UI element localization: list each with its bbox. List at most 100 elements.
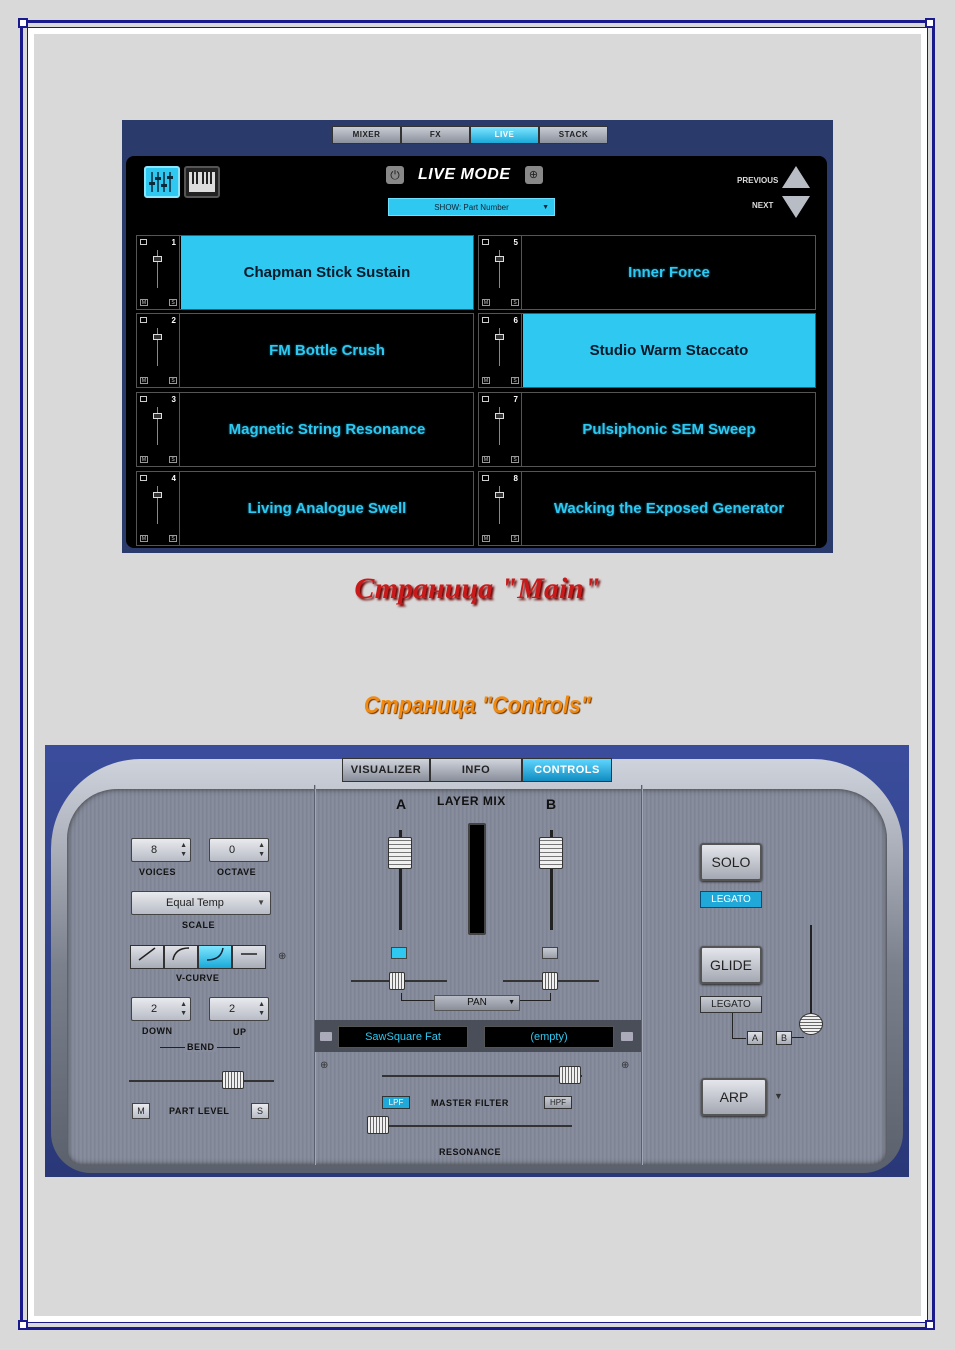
live-slot-7[interactable]: 7 M S Pulsiphonic SEM Sweep xyxy=(478,392,816,467)
patch-b-name[interactable]: (empty) xyxy=(484,1026,614,1048)
live-slot-5[interactable]: 5 M S Inner Force xyxy=(478,235,816,310)
tab-stack[interactable]: STACK xyxy=(539,126,608,144)
slot-fader-knob[interactable] xyxy=(153,413,162,419)
pan-b-knob[interactable] xyxy=(542,972,558,990)
mixer-view-icon[interactable] xyxy=(144,166,180,198)
hpf-button[interactable]: HPF xyxy=(544,1096,572,1109)
live-slot-8[interactable]: 8 M S Wacking the Exposed Generator xyxy=(478,471,816,546)
live-slot-3[interactable]: 3 M S Magnetic String Resonance xyxy=(136,392,474,467)
zoom-icon[interactable]: ⊕ xyxy=(621,1060,630,1071)
slot-solo-button[interactable]: S xyxy=(511,535,519,542)
legato-glide-button[interactable]: LEGATO xyxy=(700,996,762,1013)
folder-icon[interactable] xyxy=(140,396,147,402)
vcurve-log-button[interactable] xyxy=(164,945,198,969)
slot-solo-button[interactable]: S xyxy=(169,456,177,463)
slot-solo-button[interactable]: S xyxy=(169,535,177,542)
folder-icon[interactable] xyxy=(621,1032,633,1041)
slot-mute-button[interactable]: M xyxy=(482,299,490,306)
folder-icon[interactable] xyxy=(482,317,489,323)
part-level-knob[interactable] xyxy=(222,1071,244,1089)
folder-icon[interactable] xyxy=(482,239,489,245)
slot-fader-knob[interactable] xyxy=(153,492,162,498)
previous-arrow-icon[interactable] xyxy=(782,166,810,188)
layer-a-fader-knob[interactable] xyxy=(388,837,412,869)
folder-icon[interactable] xyxy=(482,396,489,402)
slot-mute-button[interactable]: M xyxy=(482,456,490,463)
scale-dropdown[interactable]: Equal Temp ▼ xyxy=(131,891,271,915)
tab-controls[interactable]: CONTROLS xyxy=(522,758,612,782)
show-dropdown[interactable]: SHOW: Part Number ▼ xyxy=(388,198,555,216)
glide-a-button[interactable]: A xyxy=(747,1031,763,1045)
power-icon[interactable]: ⏻ xyxy=(386,166,404,184)
live-slot-6[interactable]: 6 M S Studio Warm Staccato xyxy=(478,313,816,388)
slot-mute-button[interactable]: M xyxy=(140,535,148,542)
vcurve-fixed-button[interactable] xyxy=(232,945,266,969)
zoom-icon[interactable]: ⊕ xyxy=(320,1060,329,1071)
slot-solo-button[interactable]: S xyxy=(511,456,519,463)
vcurve-linear-button[interactable] xyxy=(130,945,164,969)
resonance-knob[interactable] xyxy=(367,1116,389,1134)
part-solo-button[interactable]: S xyxy=(251,1103,269,1119)
zoom-icon[interactable]: ⊕ xyxy=(524,166,543,184)
tab-mixer[interactable]: MIXER xyxy=(332,126,401,144)
slot-solo-button[interactable]: S xyxy=(511,377,519,384)
next-arrow-icon[interactable] xyxy=(782,196,810,218)
slot-fader-knob[interactable] xyxy=(495,256,504,262)
slot-solo-button[interactable]: S xyxy=(169,299,177,306)
folder-icon[interactable] xyxy=(482,475,489,481)
bend-down-stepper[interactable]: 2 ▲▼ xyxy=(131,997,191,1021)
slot-solo-button[interactable]: S xyxy=(511,299,519,306)
live-slot-2[interactable]: 2 M S FM Bottle Crush xyxy=(136,313,474,388)
stepper-arrows-icon[interactable]: ▲▼ xyxy=(180,842,187,858)
pan-dropdown[interactable]: PAN ▼ xyxy=(434,995,520,1011)
bend-up-stepper[interactable]: 2 ▲▼ xyxy=(209,997,269,1021)
solo-button[interactable]: SOLO xyxy=(700,843,762,881)
vcurve-exp-button[interactable] xyxy=(198,945,232,969)
layer-b-indicator[interactable] xyxy=(542,947,558,959)
stepper-arrows-icon[interactable]: ▲▼ xyxy=(258,1001,265,1017)
live-slot-1[interactable]: 1 M S Chapman Stick Sustain xyxy=(136,235,474,310)
layer-b-fader-knob[interactable] xyxy=(539,837,563,869)
voices-stepper[interactable]: 8 ▲▼ xyxy=(131,838,191,862)
slot-mute-button[interactable]: M xyxy=(482,535,490,542)
keyboard-view-icon[interactable] xyxy=(184,166,220,198)
folder-icon[interactable] xyxy=(140,317,147,323)
legato-solo-button[interactable]: LEGATO xyxy=(700,891,762,908)
glide-time-knob[interactable] xyxy=(799,1013,823,1035)
folder-icon[interactable] xyxy=(140,475,147,481)
slot-mute-button[interactable]: M xyxy=(140,377,148,384)
live-slot-4[interactable]: 4 M S Living Analogue Swell xyxy=(136,471,474,546)
arp-button[interactable]: ARP xyxy=(701,1078,767,1116)
slot-fader-knob[interactable] xyxy=(153,334,162,340)
tab-live[interactable]: LIVE xyxy=(470,126,539,144)
section-divider xyxy=(641,785,642,1165)
stepper-arrows-icon[interactable]: ▲▼ xyxy=(258,842,265,858)
slot-mute-button[interactable]: M xyxy=(482,377,490,384)
patch-a-name[interactable]: SawSquare Fat xyxy=(338,1026,468,1048)
tab-info[interactable]: INFO xyxy=(430,758,522,782)
chevron-down-icon[interactable]: ▼ xyxy=(774,1091,783,1101)
folder-icon[interactable] xyxy=(140,239,147,245)
layer-a-label: A xyxy=(396,796,407,812)
slot-fader-knob[interactable] xyxy=(153,256,162,262)
pan-a-knob[interactable] xyxy=(389,972,405,990)
slot-mute-button[interactable]: M xyxy=(140,456,148,463)
glide-connector xyxy=(792,1037,804,1038)
slot-fader-knob[interactable] xyxy=(495,492,504,498)
tab-fx[interactable]: FX xyxy=(401,126,470,144)
slot-fader-knob[interactable] xyxy=(495,413,504,419)
tab-visualizer[interactable]: VISUALIZER xyxy=(342,758,430,782)
zoom-icon[interactable]: ⊕ xyxy=(278,951,287,962)
folder-icon[interactable] xyxy=(320,1032,332,1041)
stepper-arrows-icon[interactable]: ▲▼ xyxy=(180,1001,187,1017)
slot-solo-button[interactable]: S xyxy=(169,377,177,384)
slot-mute-button[interactable]: M xyxy=(140,299,148,306)
filter-cutoff-knob[interactable] xyxy=(559,1066,581,1084)
glide-button[interactable]: GLIDE xyxy=(700,946,762,984)
glide-b-button[interactable]: B xyxy=(776,1031,792,1045)
slot-fader-knob[interactable] xyxy=(495,334,504,340)
layer-a-indicator[interactable] xyxy=(391,947,407,959)
octave-stepper[interactable]: 0 ▲▼ xyxy=(209,838,269,862)
part-mute-button[interactable]: M xyxy=(132,1103,150,1119)
lpf-button[interactable]: LPF xyxy=(382,1096,410,1109)
